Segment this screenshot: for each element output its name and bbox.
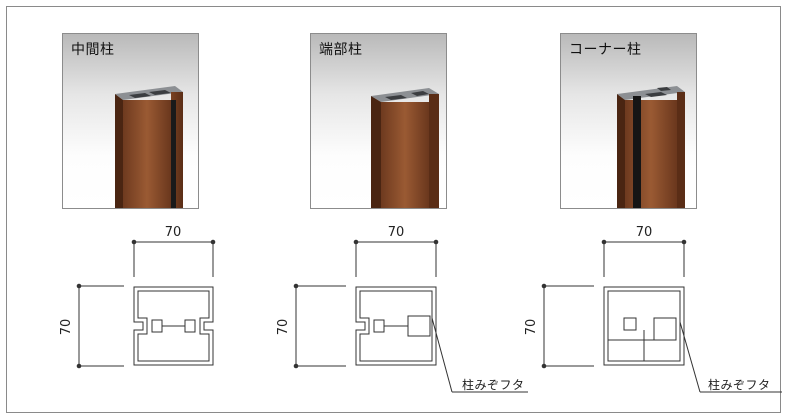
- post-photo-end: 端部柱: [310, 33, 447, 209]
- post-photo-corner: コーナー柱: [560, 33, 697, 209]
- corner-post-image: [617, 86, 685, 208]
- middle-post-section: [78, 241, 214, 367]
- height-dimension-label: 70: [59, 319, 74, 336]
- end-post-image: [371, 88, 439, 208]
- post-label: 端部柱: [319, 42, 363, 58]
- width-dimension-label: 70: [636, 225, 653, 240]
- corner-post-section: [543, 241, 782, 393]
- end-post-section: [295, 241, 528, 393]
- height-dimension-label: 70: [524, 319, 539, 336]
- groove-cover-callout: 柱みぞフタ: [462, 378, 525, 392]
- middle-post-image: [115, 86, 183, 208]
- post-label: 中間柱: [71, 42, 115, 58]
- width-dimension-label: 70: [165, 225, 182, 240]
- post-photo-middle: 中間柱: [62, 33, 199, 209]
- width-dimension-label: 70: [388, 225, 405, 240]
- groove-cover-callout: 柱みぞフタ: [708, 378, 771, 392]
- height-dimension-label: 70: [276, 319, 291, 336]
- post-label: コーナー柱: [569, 42, 642, 58]
